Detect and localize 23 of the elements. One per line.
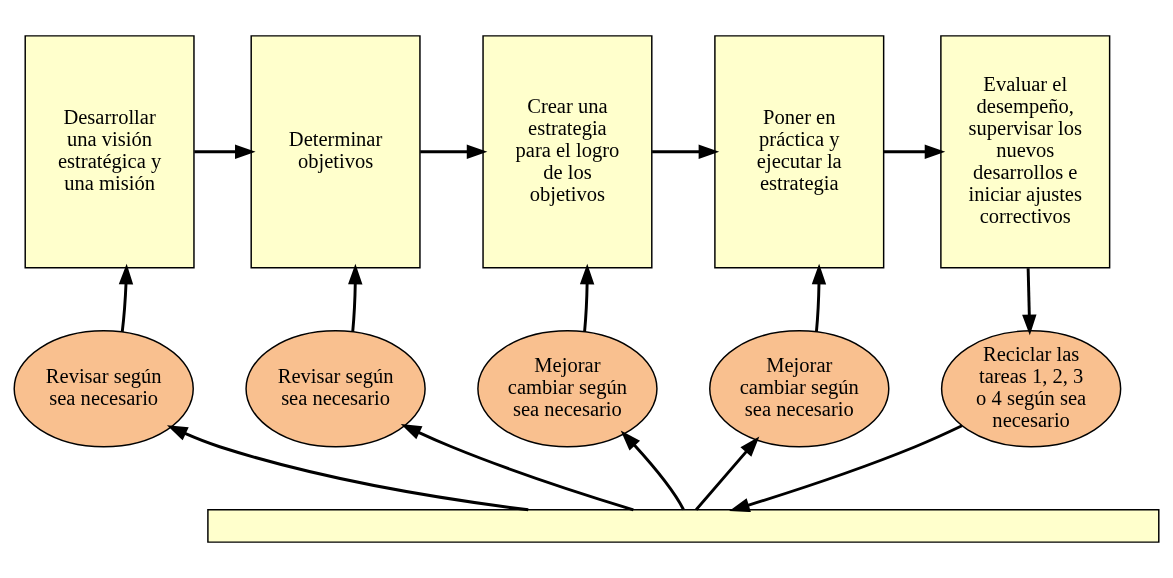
arrow	[620, 430, 685, 511]
arrow	[811, 263, 827, 332]
arrow	[729, 424, 963, 512]
arrow	[884, 144, 946, 159]
node-ellipse: Reciclar las tareas 1, 2, 3 o 4 según sea necesario	[940, 330, 1122, 448]
arrow	[652, 144, 720, 159]
node-box: Desarrollar una visión estratégica y una misión	[24, 35, 195, 269]
arrow	[695, 436, 760, 511]
node-ellipse: Revisar según sea necesario	[13, 330, 194, 448]
arrow	[348, 263, 363, 332]
node-ellipse: Mejorar cambiar según sea necesario	[477, 330, 658, 448]
node-box: Crear una estrategia para el logro de los objetivos	[482, 35, 653, 269]
node-ellipse: Mejorar cambiar según sea necesario	[709, 330, 890, 448]
arrow	[579, 263, 595, 332]
node-box: Evaluar el desempeño, supervisar los nuevos desarrollos e iniciar ajustes correctivos	[940, 35, 1111, 269]
node-box: Determinar objetivos	[250, 35, 421, 269]
node-bar	[207, 509, 1160, 543]
arrow	[400, 423, 634, 512]
arrow	[118, 263, 134, 333]
arrow	[194, 144, 256, 159]
node-box: Poner en práctica y ejecutar la estrategia	[714, 35, 885, 269]
arrow	[1022, 268, 1037, 336]
arrow	[420, 144, 488, 159]
